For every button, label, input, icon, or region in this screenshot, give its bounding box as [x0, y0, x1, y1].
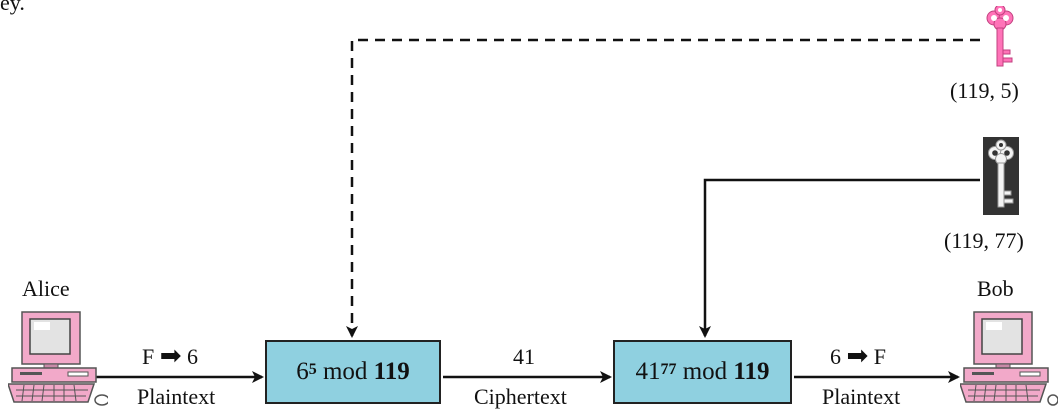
bob-label: Bob: [977, 276, 1014, 301]
plaintext-label-right: Plaintext: [822, 384, 901, 409]
ciphertext-value: 41: [513, 344, 535, 369]
alice-computer-icon: [8, 311, 108, 406]
bob-computer-icon: [960, 311, 1058, 406]
plaintext-mapping-bob: 6 ➡ F: [830, 343, 886, 369]
white-key-on-dark-icon: [988, 139, 1014, 208]
plaintext-label-left: Plaintext: [137, 384, 216, 409]
public-key-dashed-line: [346, 38, 980, 338]
right-arrow-icon: ➡: [846, 341, 869, 371]
plain-letter: F: [142, 344, 155, 369]
decrypt-base: 41: [635, 358, 661, 385]
decrypt-mod-word: mod: [682, 358, 728, 385]
private-key-badge: [983, 137, 1019, 215]
caption-fragment: ey.: [0, 0, 25, 15]
plaintext-mapping-alice: F ➡ 6: [142, 343, 198, 369]
public-key-label: (119, 5): [950, 78, 1019, 103]
plain-number: 6: [187, 344, 199, 369]
private-key-line: [699, 178, 980, 338]
encrypt-modulus: 119: [373, 358, 410, 385]
encrypt-base: 6: [296, 358, 309, 385]
right-arrow-icon: ➡: [159, 341, 182, 371]
alice-label: Alice: [22, 276, 70, 301]
pink-key-icon: [986, 6, 1014, 67]
encrypt-exponent: 5: [308, 361, 317, 378]
decrypt-modulus: 119: [733, 358, 770, 385]
decrypt-exponent: 77: [660, 361, 677, 378]
cipher-number: 6: [830, 344, 841, 369]
ciphertext-label: Ciphertext: [474, 384, 567, 409]
encrypt-mod-word: mod: [322, 358, 368, 385]
recovered-letter: F: [873, 344, 887, 369]
private-key-label: (119, 77): [944, 228, 1024, 253]
